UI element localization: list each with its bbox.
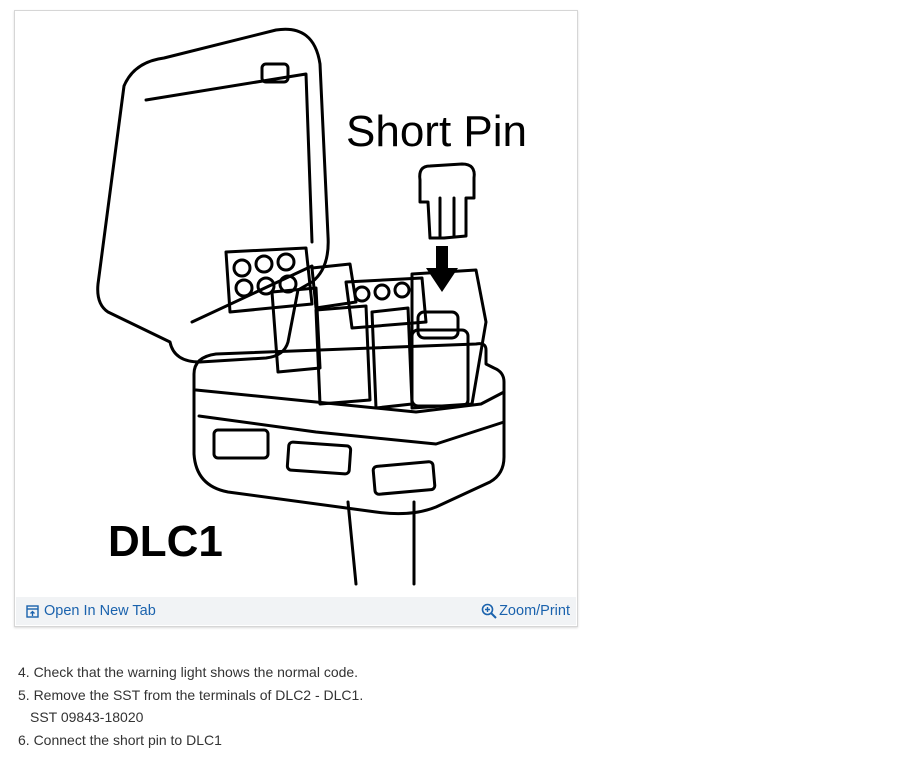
cable [346, 500, 416, 586]
lid-latch [260, 62, 290, 84]
clip-left [212, 428, 270, 460]
terminal-block-2 [270, 286, 322, 374]
zoom-in-icon [481, 603, 497, 619]
connector-rim [194, 388, 506, 414]
terminal-block-1 [224, 246, 314, 314]
clip-right [371, 460, 437, 496]
insert-arrow [426, 246, 458, 292]
zoom-print-label: Zoom/Print [499, 603, 570, 619]
open-new-tab-icon [26, 604, 39, 618]
step-5: 5. Remove the SST from the terminals of … [18, 686, 364, 703]
dlc1-short-pin-diagram[interactable]: Short Pin DLC1 [16, 12, 576, 598]
step-5-sst: SST 09843-18020 [30, 709, 144, 725]
figure-toolbar: Open In New Tab Zoom/Print [16, 597, 576, 625]
short-pin [418, 162, 476, 240]
open-in-new-tab-link[interactable]: Open In New Tab [26, 597, 156, 625]
step-6: 6. Connect the short pin to DLC1 [18, 731, 222, 748]
terminal-block-3 [310, 262, 358, 310]
open-in-new-tab-label: Open In New Tab [44, 603, 156, 619]
connector-body [192, 342, 506, 516]
instruction-steps: 4. Check that the warning light shows th… [18, 661, 718, 751]
step-4: 4. Check that the warning light shows th… [18, 664, 359, 680]
zoom-print-link[interactable]: Zoom/Print [481, 597, 570, 625]
terminal-block-5 [314, 304, 372, 406]
short-pin-label: Short Pin [346, 107, 527, 156]
diagram-figure: Short Pin DLC1 Open In New Tab Zoom/Prin… [14, 10, 578, 627]
dlc1-label: DLC1 [108, 517, 223, 566]
terminal-block-4 [344, 276, 428, 330]
clip-middle [285, 440, 353, 476]
